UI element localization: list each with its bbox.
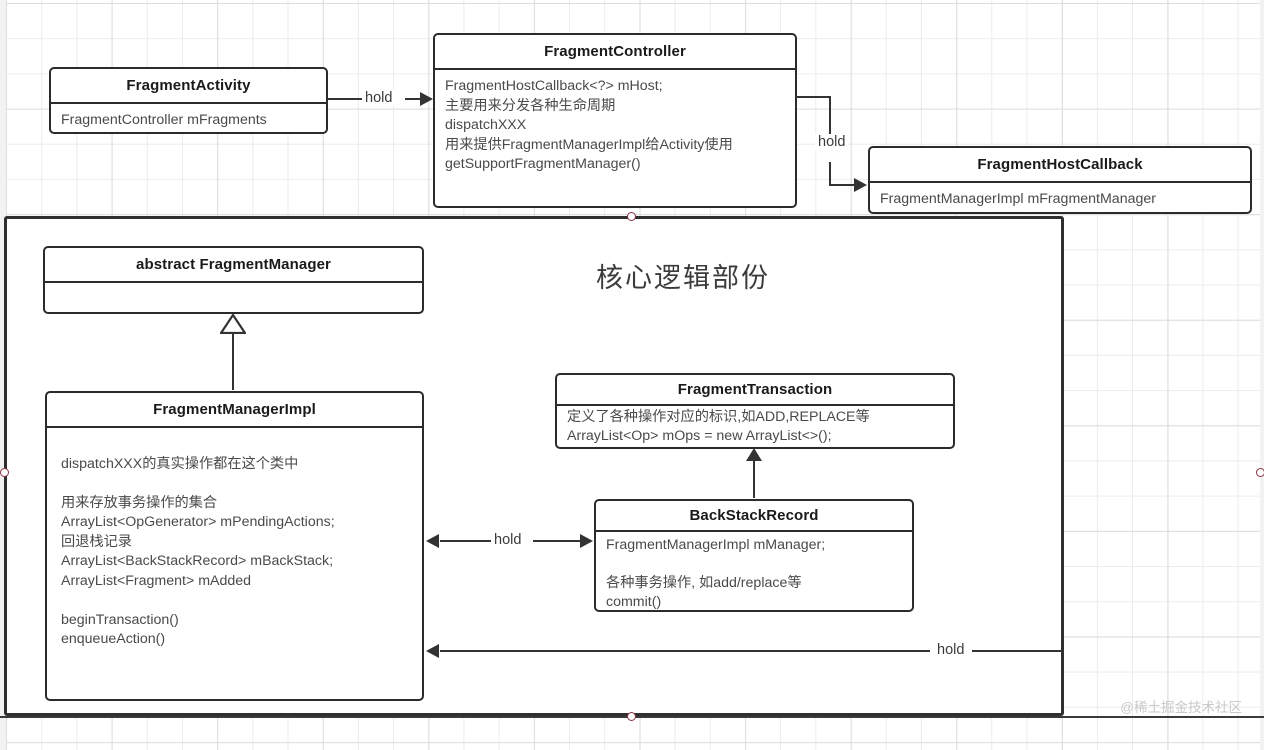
core-region-title: 核心逻辑部份 [596,263,770,293]
class-box-fragment-host-callback[interactable]: FragmentHostCallback FragmentManagerImpl… [868,146,1252,214]
connector-controller-host-seg2-bottom [829,162,832,186]
right-gutter [1260,0,1264,750]
watermark: @稀土掘金技术社区 [1120,700,1242,715]
edge-label-container-impl: hold [934,642,968,658]
connector-bsr-transaction-line [753,460,756,498]
edge-label-activity-controller: hold [362,90,396,106]
connector-container-impl-arrowhead [426,644,439,658]
class-body-fragment-transaction: 定义了各种操作对应的标识,如ADD,REPLACE等 ArrayList<Op>… [567,409,870,444]
connector-activity-controller-arrowhead [420,92,433,106]
edge-label-impl-bsr: hold [491,532,525,548]
class-box-abstract-fragment-manager[interactable]: abstract FragmentManager [43,246,424,314]
connector-controller-host-seg2-top [829,96,832,136]
connector-container-impl-line-left [440,650,930,653]
resize-handle-top[interactable] [627,212,636,221]
class-box-fragment-manager-impl[interactable]: FragmentManagerImpl dispatchXXX的真实操作都在这个… [45,391,424,701]
class-body-back-stack-record: FragmentManagerImpl mManager; 各种事务操作, 如a… [606,537,826,610]
connector-bsr-transaction-arrowhead [746,448,762,461]
class-title-back-stack-record: BackStackRecord [596,501,912,532]
class-box-fragment-controller[interactable]: FragmentController FragmentHostCallback<… [433,33,797,208]
class-title-abstract-fragment-manager: abstract FragmentManager [45,248,422,283]
connector-impl-bsr-arrowhead-right [580,534,593,548]
connector-container-impl-line-right [972,650,1062,653]
class-box-back-stack-record[interactable]: BackStackRecord FragmentManagerImpl mMan… [594,499,914,612]
connector-controller-host-arrowhead [854,178,867,192]
connector-impl-bsr-arrowhead-left [426,534,439,548]
class-body-fragment-manager-impl: dispatchXXX的真实操作都在这个类中 用来存放事务操作的集合 Array… [61,455,335,648]
resize-handle-left[interactable] [0,468,9,477]
generalization-triangle-icon [220,314,246,334]
class-title-fragment-activity: FragmentActivity [51,69,326,104]
class-body-fragment-activity: FragmentController mFragments [61,112,267,128]
resize-handle-bottom[interactable] [627,712,636,721]
resize-handle-right[interactable] [1256,468,1264,477]
connector-impl-bsr-left-line [440,540,495,543]
class-body-fragment-host-callback: FragmentManagerImpl mFragmentManager [880,191,1156,207]
class-title-fragment-transaction: FragmentTransaction [557,375,953,406]
class-body-abstract-fragment-manager [45,283,422,315]
class-body-fragment-controller: FragmentHostCallback<?> mHost; 主要用来分发各种生… [445,78,733,172]
class-box-fragment-transaction[interactable]: FragmentTransaction 定义了各种操作对应的标识,如ADD,RE… [555,373,955,449]
connector-controller-host-seg1 [795,96,831,99]
class-title-fragment-host-callback: FragmentHostCallback [870,148,1250,183]
edge-label-controller-host: hold [815,134,849,150]
class-title-fragment-manager-impl: FragmentManagerImpl [47,393,422,428]
connector-impl-manager-line [232,330,235,390]
class-title-fragment-controller: FragmentController [435,35,795,70]
class-box-fragment-activity[interactable]: FragmentActivity FragmentController mFra… [49,67,328,134]
